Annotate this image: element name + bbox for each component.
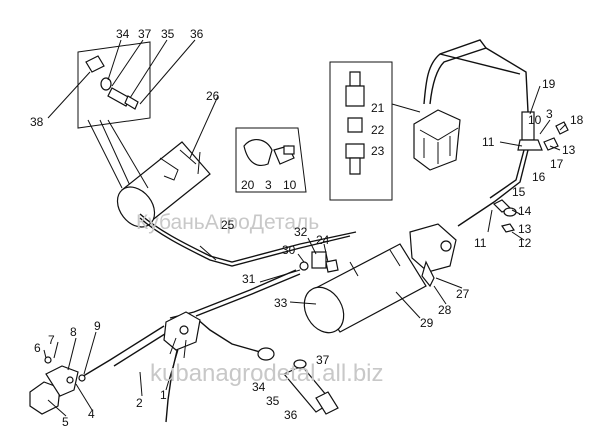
callout-3: 3: [546, 107, 553, 121]
inset-pressure-sensor: [329, 61, 393, 201]
callout-25: 25: [221, 218, 235, 232]
callout-10-inset: 10: [283, 178, 297, 192]
callout-30: 30: [282, 243, 296, 257]
callout-35-top: 35: [161, 27, 175, 41]
callout-19: 19: [542, 77, 556, 91]
air-tank-29: [303, 223, 457, 334]
callout-29: 29: [420, 316, 434, 330]
callout-35-lower: 35: [266, 394, 280, 408]
callout-13-upper: 13: [562, 143, 576, 157]
callout-37-top: 37: [138, 27, 152, 41]
bracket-assembly-4-9: [29, 356, 86, 415]
callout-32: 32: [294, 225, 308, 239]
watermark-bottom: kubanagrodetal.all.biz: [150, 360, 384, 387]
callout-12: 12: [518, 236, 532, 250]
watermark-top: КубаньАгроДеталь: [136, 211, 319, 234]
callout-6: 6: [34, 341, 41, 355]
callout-2: 2: [136, 396, 143, 410]
valve-30-32-24: [299, 251, 339, 273]
callout-24: 24: [316, 233, 330, 247]
callout-16: 16: [532, 170, 546, 184]
callout-15: 15: [512, 185, 526, 199]
right-valve-cluster: [492, 111, 569, 233]
callout-13-lower: 13: [518, 222, 532, 236]
callout-4: 4: [88, 407, 95, 421]
callout-10: 10: [528, 113, 542, 127]
brake-valve-1: [163, 311, 201, 359]
leader-lines: [43, 85, 567, 417]
callout-36-top: 36: [190, 27, 204, 41]
callout-28: 28: [438, 303, 452, 317]
callout-36-lower: 36: [284, 408, 298, 422]
inset-valve-middle: [235, 127, 307, 193]
callout-27: 27: [456, 287, 470, 301]
air-tank-26: [116, 95, 219, 228]
callout-38: 38: [30, 115, 44, 129]
callout-37-lower: 37: [316, 353, 330, 367]
callout-34-lower: 34: [252, 380, 266, 394]
callout-33: 33: [274, 296, 288, 310]
callout-34-top: 34: [116, 27, 130, 41]
compressor: [391, 103, 461, 171]
callout-labels: 34 37 35 36 38 26 21 22 23 20 3 10 19 10…: [30, 27, 584, 429]
callout-3-inset: 3: [265, 178, 272, 192]
callout-31: 31: [242, 272, 256, 286]
callout-26: 26: [206, 89, 220, 103]
callout-11-upper: 11: [482, 135, 495, 149]
fitting-lower-center: [257, 347, 339, 415]
callout-22: 22: [371, 123, 385, 137]
callout-7: 7: [48, 333, 55, 347]
callout-8: 8: [70, 325, 77, 339]
callout-5: 5: [62, 415, 69, 429]
callout-20: 20: [241, 178, 255, 192]
callout-21: 21: [371, 101, 385, 115]
callout-11-lower: 11: [474, 236, 487, 250]
callout-23: 23: [371, 144, 385, 158]
callout-9: 9: [94, 319, 101, 333]
callout-17: 17: [550, 157, 564, 171]
callout-1: 1: [160, 388, 167, 402]
callout-18: 18: [570, 113, 584, 127]
inset-fitting-top-left: [47, 39, 196, 191]
callout-14: 14: [518, 204, 532, 218]
